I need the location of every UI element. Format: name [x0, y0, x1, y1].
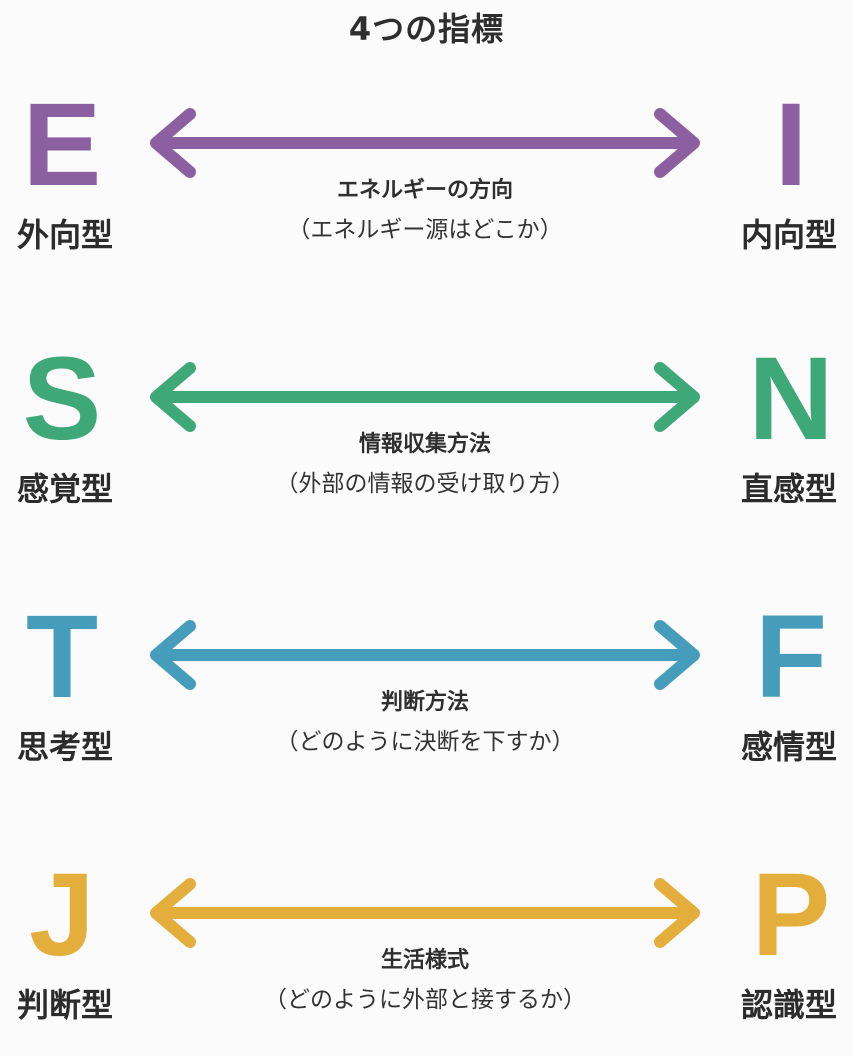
letter-i: I: [774, 79, 808, 211]
letter-n: N: [748, 333, 834, 465]
type-intuition: 直感型: [740, 470, 837, 508]
type-sensing: 感覚型: [16, 470, 113, 508]
double-arrow-icon: [150, 878, 700, 948]
double-arrow-icon: [150, 362, 700, 432]
type-introvert: 内向型: [740, 216, 837, 254]
axis-label-lifestyle: 生活様式: [380, 948, 469, 973]
type-feeling: 感情型: [740, 728, 837, 766]
axis-label-energy: エネルギーの方向: [336, 178, 513, 203]
axis-sub-judgment: （どのように決断を下すか）: [275, 729, 575, 755]
indicator-row-lifestyle: J 判断型 生活様式 （どのように外部と接するか） P 認識型: [0, 856, 853, 1056]
letter-e: E: [22, 79, 102, 211]
letter-f: F: [754, 591, 828, 723]
letter-p: P: [751, 849, 831, 981]
indicator-row-energy: E 外向型 エネルギーの方向 （エネルギー源はどこか） I 内向型: [0, 86, 853, 286]
axis-sub-energy: （エネルギー源はどこか）: [287, 217, 563, 243]
double-arrow-icon: [150, 620, 700, 690]
axis-label-information: 情報収集方法: [358, 432, 491, 457]
type-judging: 判断型: [16, 986, 113, 1024]
axis-sub-information: （外部の情報の受け取り方）: [275, 471, 575, 497]
letter-s: S: [22, 333, 102, 465]
type-extravert: 外向型: [16, 216, 113, 254]
double-arrow-icon: [150, 108, 700, 178]
axis-sub-lifestyle: （どのように外部と接するか）: [264, 987, 586, 1013]
letter-t: T: [25, 591, 99, 723]
diagram-title: 4つの指標: [348, 10, 505, 48]
indicator-row-judgment: T 思考型 判断方法 （どのように決断を下すか） F 感情型: [0, 598, 853, 798]
type-thinking: 思考型: [16, 728, 113, 766]
indicator-row-information: S 感覚型 情報収集方法 （外部の情報の受け取り方） N 直感型: [0, 340, 853, 540]
letter-j: J: [29, 849, 95, 981]
axis-label-judgment: 判断方法: [380, 690, 469, 715]
type-perceiving: 認識型: [740, 986, 837, 1024]
